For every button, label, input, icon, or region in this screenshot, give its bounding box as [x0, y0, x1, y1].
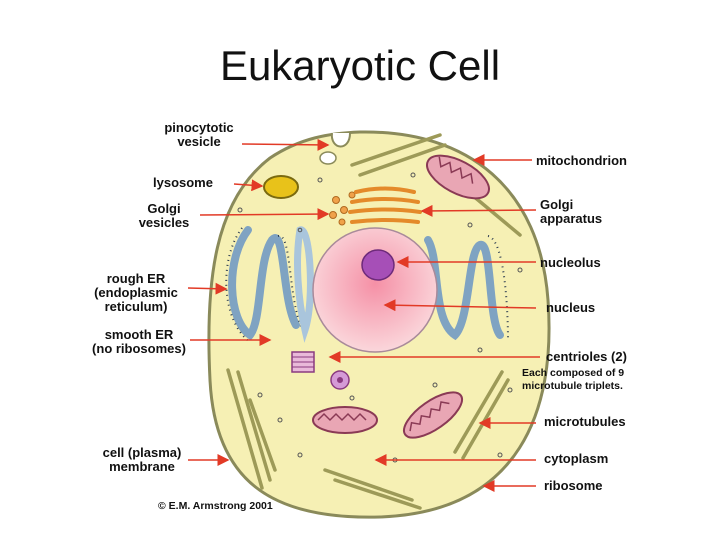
lysosome	[263, 175, 299, 199]
label-rough-er-line3: reticulum)	[104, 299, 168, 314]
label-smooth-er-line1: smooth ER	[104, 327, 174, 342]
label-rough-er: rough ER (endoplasmic reticulum)	[84, 272, 188, 314]
golgi-apparatus	[348, 186, 422, 224]
mitochondrion-top	[426, 154, 490, 200]
label-golgi-apparatus: Golgi apparatus	[540, 198, 602, 226]
label-centrioles-note-line1: Each composed of 9	[522, 367, 625, 379]
mitochondrion-right	[403, 391, 463, 439]
label-lysosome: lysosome	[153, 175, 213, 190]
label-smooth-er: smooth ER (no ribosomes)	[84, 328, 194, 356]
label-cell-membrane-line2: membrane	[109, 459, 175, 474]
rough-er-right-ribosomes	[487, 235, 509, 341]
label-cytoplasm: cytoplasm	[544, 451, 609, 466]
label-golgi-vesicles: Golgi vesicles	[128, 202, 200, 230]
label-golgi-apparatus-line1: Golgi	[540, 197, 574, 212]
label-nucleus: nucleus	[546, 300, 596, 315]
slide-title: Eukaryotic Cell	[219, 42, 501, 89]
label-rough-er-line1: rough ER	[106, 271, 166, 286]
label-pinocytotic-line1: pinocytotic	[164, 120, 234, 135]
pinocytotic-vesicle	[319, 151, 337, 165]
nucleus	[312, 227, 438, 353]
label-arrows	[187, 138, 330, 466]
centrioles	[291, 351, 350, 390]
label-centrioles: centrioles (2)	[546, 349, 627, 364]
label-mitochondrion: mitochondrion	[536, 153, 627, 168]
label-cell-membrane-line1: cell (plasma)	[102, 445, 182, 460]
nucleolus	[361, 249, 395, 281]
label-cell-membrane: cell (plasma) membrane	[94, 446, 190, 474]
label-pinocytotic-vesicle: pinocytotic vesicle	[154, 121, 244, 149]
label-pinocytotic-line2: vesicle	[177, 134, 221, 149]
pinocytotic-vesicle-shape	[330, 132, 351, 148]
label-smooth-er-line2: (no ribosomes)	[92, 341, 186, 356]
smooth-er	[294, 226, 314, 343]
label-centrioles-note-line2: microtubule triplets.	[522, 380, 623, 392]
microtubules	[226, 133, 522, 510]
label-nucleolus: nucleolus	[540, 255, 601, 270]
label-centrioles-note: Each composed of 9 microtubule triplets.	[522, 367, 624, 393]
label-golgi-vesicles-line1: Golgi	[147, 201, 181, 216]
mitochondrion-mid	[312, 406, 378, 434]
label-rough-er-line2: (endoplasmic	[94, 285, 178, 300]
label-golgi-apparatus-line2: apparatus	[540, 211, 603, 226]
credit: © E.M. Armstrong 2001	[158, 500, 273, 512]
rough-er-left	[228, 226, 300, 341]
golgi-vesicles	[329, 191, 356, 226]
label-golgi-vesicles-line2: vesicles	[138, 215, 190, 230]
label-ribosome: ribosome	[544, 478, 603, 493]
label-arrows-right	[328, 154, 540, 492]
label-microtubules: microtubules	[544, 414, 626, 429]
